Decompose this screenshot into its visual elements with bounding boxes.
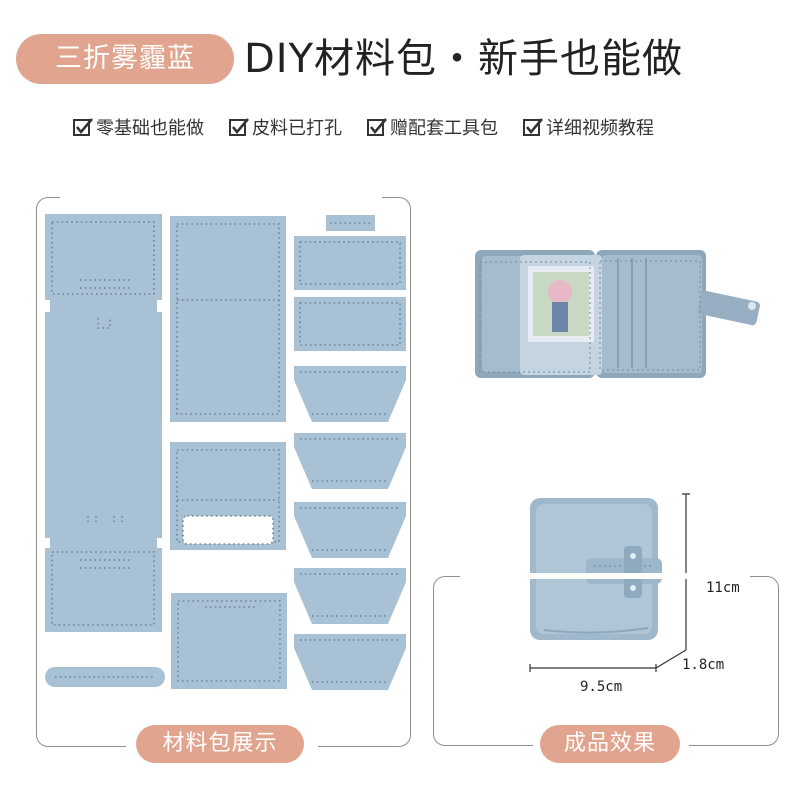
feature-item: 零基础也能做	[72, 114, 204, 140]
feature-item: 皮料已打孔	[228, 114, 342, 140]
checkbox-check-icon	[73, 118, 93, 136]
dimension-depth: 1.8cm	[682, 657, 725, 673]
feature-label: 赠配套工具包	[390, 118, 498, 139]
materials-label: 材料包展示	[136, 725, 304, 763]
panel-border-gap	[60, 194, 382, 200]
color-name-badge: 三折雾霾蓝	[16, 34, 234, 84]
feature-label: 皮料已打孔	[252, 118, 342, 139]
checkbox-check-icon	[523, 118, 543, 136]
page-headline: DIY材料包・新手也能做	[244, 36, 684, 82]
panel-border-gap	[460, 573, 750, 579]
finished-panel	[433, 576, 779, 746]
dimension-height: 11cm	[706, 580, 740, 596]
checkbox-check-icon	[367, 118, 387, 136]
feature-item: 赠配套工具包	[366, 114, 498, 140]
feature-label: 详细视频教程	[546, 118, 654, 139]
open-wallet-image	[475, 250, 760, 378]
finished-label: 成品效果	[540, 725, 680, 763]
feature-label: 零基础也能做	[96, 118, 204, 139]
feature-list: 零基础也能做 皮料已打孔 赠配套工具包 详细视频教程	[72, 112, 772, 142]
feature-item: 详细视频教程	[522, 114, 654, 140]
checkbox-check-icon	[229, 118, 249, 136]
dimension-width: 9.5cm	[580, 679, 623, 695]
materials-panel	[36, 197, 411, 747]
